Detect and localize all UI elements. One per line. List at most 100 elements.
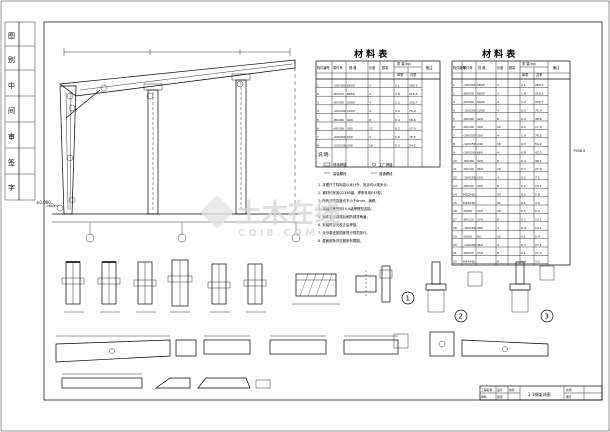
table-cell: -6X60 [463, 234, 472, 238]
table-cell: 75.4 [409, 109, 416, 113]
watermark-cn: 土木在线 [236, 199, 340, 229]
sidebar-label: 图 [8, 32, 15, 40]
table2-title: 材 料 表 [481, 48, 516, 60]
table-cell: -8X120 [463, 218, 474, 222]
table-cell: -20X250 [463, 134, 476, 138]
plate-details [55, 331, 549, 389]
table-cell: 42.3 [535, 150, 542, 154]
notes-title: 说 明: [318, 151, 330, 158]
table-cell: 4 [369, 101, 371, 105]
watermark: 土木在线 COI8.COM [200, 195, 340, 239]
table-cell: 6 [317, 126, 319, 130]
table-cell: 0.2 [521, 184, 526, 188]
elevation-label: ±0.000 [36, 200, 51, 205]
table-cell: 280.2 [409, 83, 418, 87]
sidebar-label: 间 [8, 107, 15, 115]
table-cell: 36.1 [535, 159, 542, 163]
table1-header: 规 格 [349, 65, 357, 70]
table-cell: -10X160 [463, 226, 476, 230]
revision-sidebar: 图 别 中 间 审 签 字 [4, 21, 36, 201]
table-cell: 9 [453, 150, 455, 154]
table-cell: 2 [453, 92, 455, 96]
table-cell: 1200 [347, 109, 355, 113]
table-cell: 15.1 [535, 184, 542, 188]
table-cell: 21 [453, 251, 457, 255]
table-cell: 216.5 [409, 92, 418, 96]
table-cell: 12 [453, 176, 457, 180]
table-cell: 0.7 [521, 243, 526, 247]
table-cell: 300 [347, 126, 353, 130]
table-cell: 6.0 [535, 209, 540, 213]
table-cell: 16 [369, 144, 373, 148]
material-table-1: 材 料 表 构件编号 零件号 规 格 长度 数量 重 量(kg) 单重 共重 备… [315, 48, 441, 168]
table-cell: 0.2 [521, 176, 526, 180]
table2-header: 共重 [536, 72, 543, 77]
table-cell: 0.4 [521, 260, 526, 264]
table-cell: 7.1 [535, 176, 540, 180]
table-cell: -8X250 [333, 92, 344, 96]
table-cell: 18 [453, 226, 457, 230]
table-cell: 2.1 [395, 83, 400, 87]
table-cell: 260 [477, 167, 483, 171]
table-cell: -8X150 [463, 251, 474, 255]
table2-header: 规 格 [478, 65, 486, 70]
title-field: 工程名称 [481, 388, 492, 392]
sidebar-label: 字 [8, 183, 15, 192]
table-cell: 0.2 [521, 192, 526, 196]
note-line: 1. 本图尺寸除标高以米计外，其余均以毫米计。 [318, 182, 390, 187]
table-cell: 4 [497, 134, 499, 138]
table-cell: -6X300 [333, 101, 344, 105]
table-cell: 8 [497, 117, 499, 121]
table-cell: 8 [497, 218, 499, 222]
detail-marker [454, 309, 468, 323]
table1-header: 零件号 [333, 65, 343, 70]
table-cell: 54.2 [535, 142, 542, 146]
table-cell: 8 [497, 159, 499, 163]
table-cell: 8 [453, 142, 455, 146]
table-cell: -10X300 [463, 83, 476, 87]
table-cell: 0.1 [521, 251, 526, 255]
table-cell: 27.1 [535, 243, 542, 247]
table-cell: 4 [369, 135, 371, 139]
table-cell: 20 [453, 243, 457, 247]
table-cell: 54.2 [409, 144, 416, 148]
table-cell: 3 [317, 101, 319, 105]
table-cell: 1.2 [521, 100, 526, 104]
table-cell: 1.8 [521, 92, 526, 96]
table-cell: 8 [369, 118, 371, 122]
table1-header: 构件编号 [317, 65, 330, 70]
table2-header: 重 量(kg) [522, 61, 536, 66]
table-cell: 32 [497, 201, 501, 205]
table-cell: 500 [347, 135, 353, 139]
table-cell: 2 [497, 92, 499, 96]
title-field: 审定 [497, 395, 503, 399]
table-cell: -10X150 [463, 176, 476, 180]
table-cell: M16X50 [463, 201, 475, 205]
table2-header: 备注 [553, 65, 560, 70]
table-cell: 0.9 [521, 108, 526, 112]
table-cell: -8X250 [463, 92, 474, 96]
table-cell: 4 [317, 109, 319, 113]
table-cell: 12 [369, 126, 373, 130]
table2-side-note: 7908.9 [573, 149, 585, 153]
table-cell: 150 [477, 251, 483, 255]
table2-header: 数量 [509, 65, 516, 70]
table-cell: 280 [477, 226, 483, 230]
table-cell: 7 [317, 135, 319, 139]
table-cell: 0.3 [521, 142, 526, 146]
table-cell: -6X100 [463, 125, 474, 129]
table-cell: 300 [477, 184, 483, 188]
table-cell: -8X100 [463, 184, 474, 188]
detail-marker [401, 291, 415, 305]
connection-details: 1 2 3 [61, 259, 555, 323]
table-cell: 0.1 [521, 209, 526, 213]
table-cell: 24 [497, 192, 501, 196]
legend-label: 工厂焊缝 [379, 162, 393, 167]
table-cell: 8 [497, 184, 499, 188]
table-cell: 60 [477, 234, 481, 238]
table1-header: 备注 [426, 65, 433, 70]
title-field: 校对 [509, 388, 515, 392]
table-cell: 330.7 [409, 101, 418, 105]
